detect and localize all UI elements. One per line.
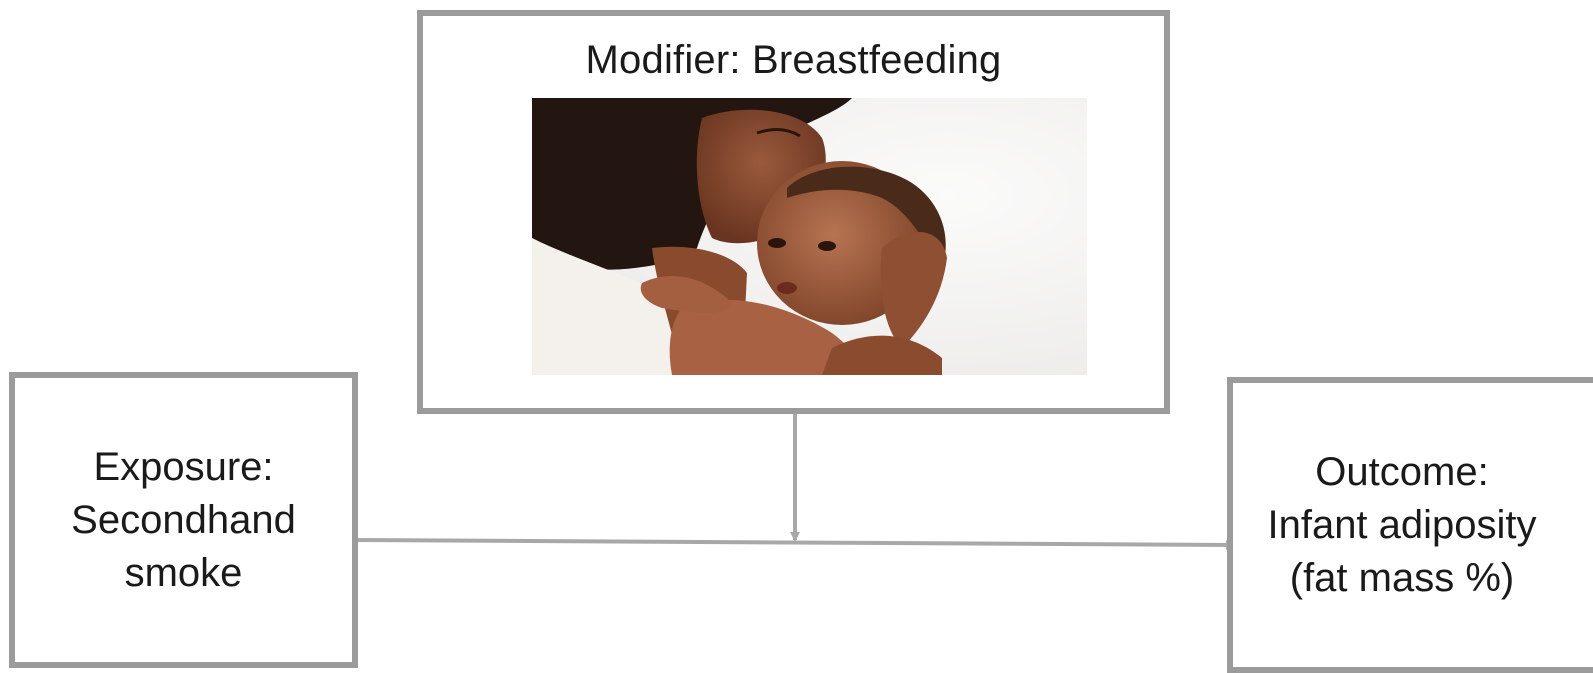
outcome-label-line: (fat mass %) [1233,552,1571,605]
outcome-label: Outcome: Infant adiposity (fat mass %) [1233,446,1571,605]
exposure-label-line: smoke [15,547,352,600]
exposure-to-outcome-arrow [350,540,1234,545]
exposure-label: Exposure: Secondhand smoke [15,441,352,600]
mother-baby-photo [532,98,1087,375]
outcome-label-line: Infant adiposity [1233,499,1571,552]
modifier-box: Modifier: Breastfeeding [417,10,1170,414]
exposure-box: Exposure: Secondhand smoke [9,372,358,668]
modifier-title: Modifier: Breastfeeding [423,38,1164,83]
exposure-label-line: Exposure: [15,441,352,494]
outcome-box: Outcome: Infant adiposity (fat mass %) [1227,377,1593,673]
outcome-label-line: Outcome: [1233,446,1571,499]
exposure-label-line: Secondhand [15,494,352,547]
